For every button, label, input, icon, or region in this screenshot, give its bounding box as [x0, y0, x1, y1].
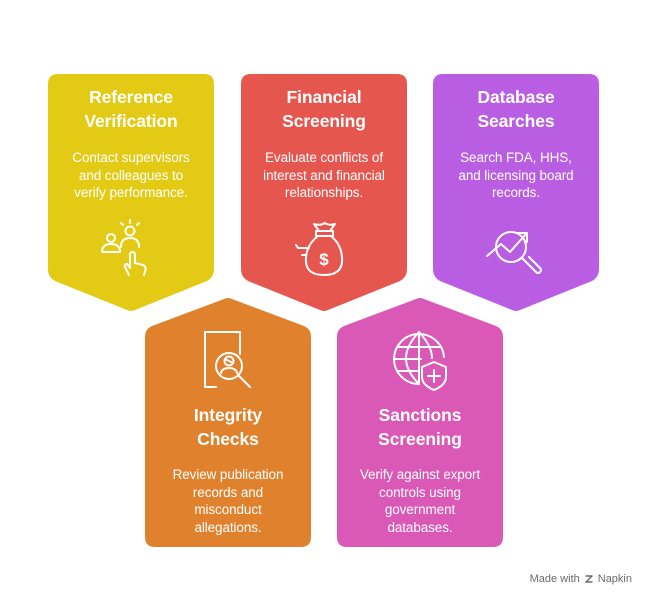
card-description-line: verify performance. — [74, 185, 188, 200]
card-description-line: Contact supervisors — [72, 150, 190, 165]
card-integrity-checks: Integrity Checks Review publication reco… — [145, 298, 311, 547]
trend-magnifier-icon — [484, 218, 548, 282]
card-description: Verify against export controls using gov… — [345, 466, 495, 536]
card-description-line: Search FDA, HHS, — [460, 150, 572, 165]
card-shape — [48, 74, 214, 311]
card-description: Evaluate conflicts of interest and finan… — [247, 149, 401, 202]
card-title-line: Screening — [378, 428, 462, 449]
card-database-searches: Database Searches Search FDA, HHS, and l… — [433, 74, 599, 312]
card-description-line: misconduct — [194, 502, 262, 517]
card-title-line: Integrity — [193, 405, 263, 425]
card-title: Reference Verification — [48, 86, 214, 133]
footer-brand: Napkin — [597, 573, 632, 585]
card-title-line: Financial — [286, 87, 362, 107]
document-search-icon — [196, 328, 260, 392]
card-description-line: Evaluate conflicts of — [265, 150, 383, 165]
card-title-line: Sanctions — [378, 405, 462, 425]
card-title: Sanctions Screening — [337, 404, 503, 451]
card-description-line: Verify against export — [359, 467, 481, 482]
card-title-line: Checks — [197, 428, 259, 449]
card-shape — [145, 298, 311, 547]
card-title: Integrity Checks — [145, 404, 311, 451]
card-description-line: records. — [492, 185, 540, 200]
card-description-line: allegations. — [194, 519, 262, 535]
card-title: Financial Screening — [241, 86, 407, 133]
card-reference-verification: Reference Verification Contact superviso… — [48, 74, 214, 312]
footer-prefix: Made with — [529, 573, 580, 585]
card-description-line: interest and financial — [263, 167, 385, 183]
card-description-line: Review publication — [172, 467, 284, 482]
card-shape — [337, 298, 503, 547]
card-financial-screening: Financial Screening Evaluate conflicts o… — [241, 74, 407, 312]
napkin-logo-icon — [584, 574, 594, 584]
card-description: Review publication records and misconduc… — [153, 466, 303, 536]
card-shape — [433, 74, 599, 311]
card-description-line: databases. — [387, 519, 453, 535]
card-title-line: Database — [477, 87, 555, 107]
svg-text:$: $ — [319, 250, 329, 269]
card-title-line: Reference — [89, 87, 173, 107]
people-pointing-hand-icon — [99, 218, 163, 282]
card-description-line: and licensing board — [458, 167, 574, 183]
money-bag-icon: $ — [292, 218, 356, 282]
made-with-napkin-footer[interactable]: Made with Napkin — [530, 573, 632, 585]
card-description-line: records and — [192, 484, 264, 500]
card-description: Search FDA, HHS, and licensing board rec… — [439, 149, 593, 202]
card-description-line: relationships. — [284, 185, 364, 200]
card-title: Database Searches — [433, 86, 599, 133]
globe-shield-icon — [388, 328, 452, 392]
card-description: Contact supervisors and colleagues to ve… — [54, 149, 208, 202]
card-title-line: Screening — [282, 110, 366, 131]
card-title-line: Verification — [84, 110, 178, 131]
card-title-line: Searches — [477, 110, 555, 131]
card-sanctions-screening: Sanctions Screening Verify against expor… — [337, 298, 503, 547]
card-shape — [241, 74, 407, 311]
card-description-line: government — [384, 502, 456, 517]
card-description-line: controls using — [379, 484, 461, 500]
card-description-line: and colleagues to — [78, 167, 184, 183]
